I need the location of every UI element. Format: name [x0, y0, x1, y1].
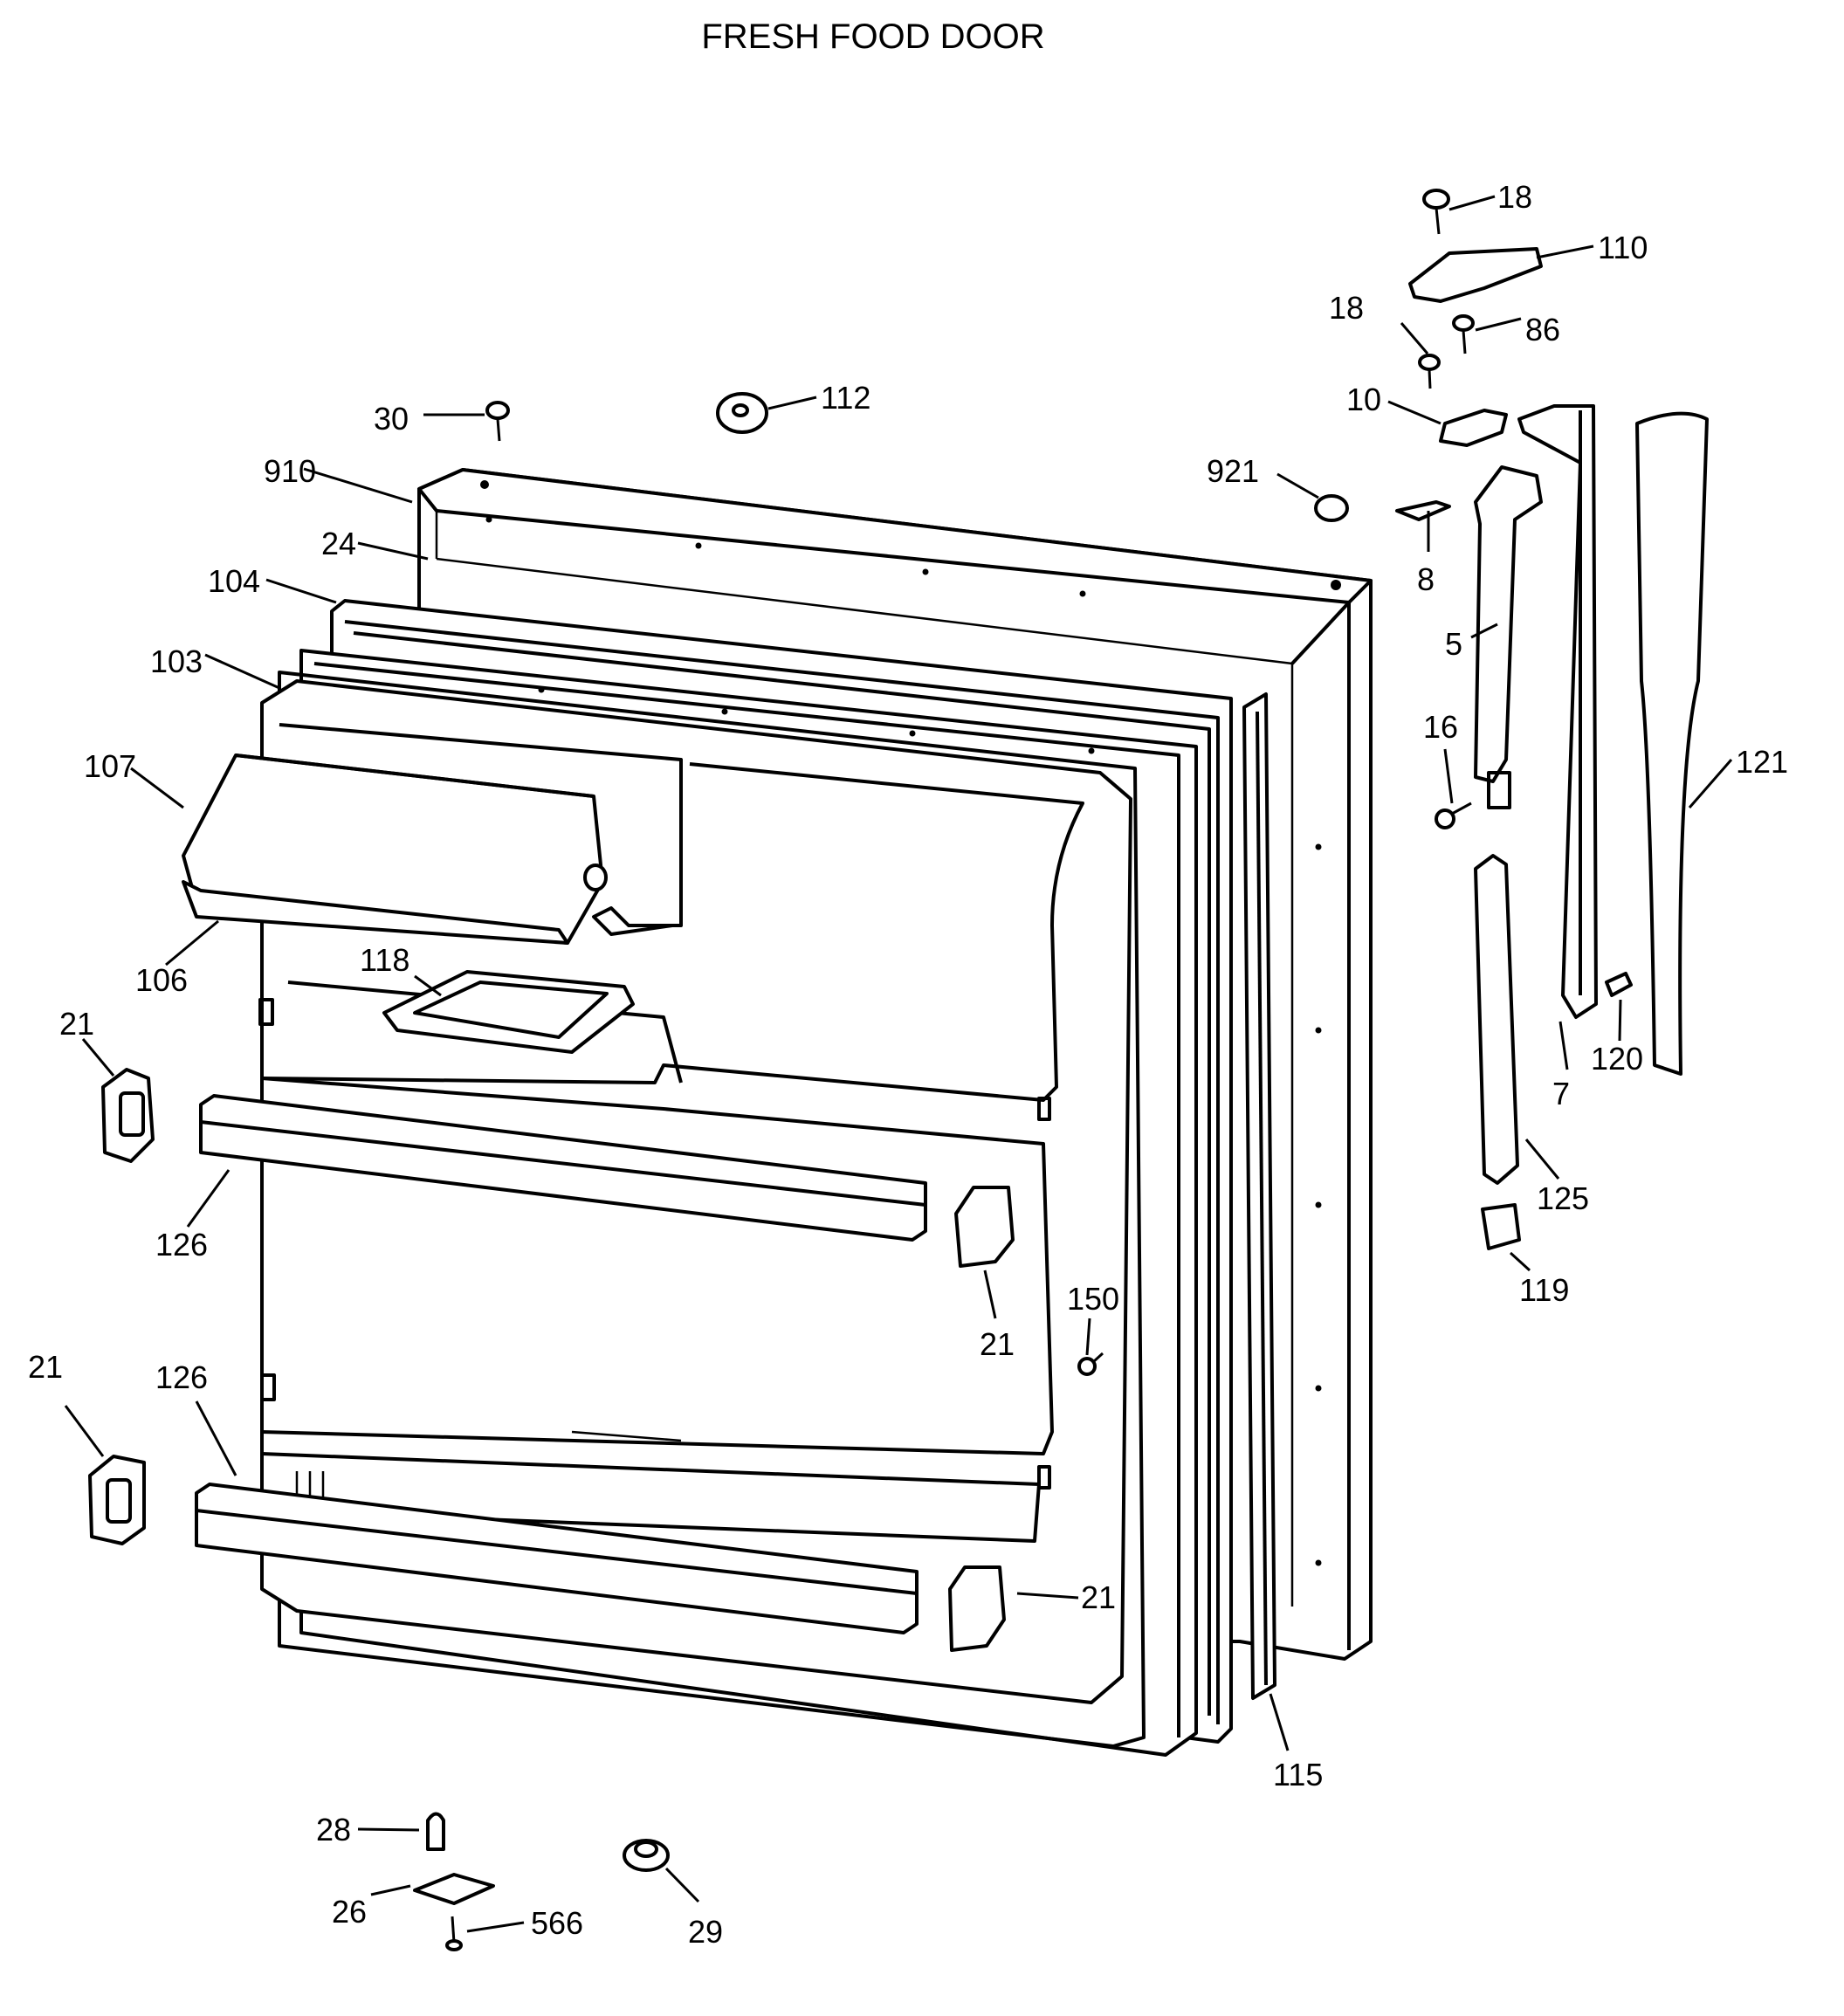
handle-strip: [1635, 411, 1709, 1076]
shelf-rail-upper: [199, 1094, 927, 1242]
callout-21: 21: [1081, 1579, 1116, 1615]
callout-110: 110: [1598, 230, 1648, 265]
callout-18: 18: [1329, 290, 1364, 326]
screw-120: [1605, 972, 1633, 997]
diagram-title: FRESH FOOD DOOR: [701, 17, 1044, 56]
shelf-rail-lower: [195, 1483, 919, 1634]
hinge-pin-support: [1395, 500, 1451, 521]
callout-86: 86: [1525, 312, 1560, 347]
shelf-support-right-lower: [948, 1565, 1006, 1652]
shelf-support-left-upper: [101, 1068, 155, 1163]
pin-28: [426, 1812, 445, 1851]
top-hinge-bracket: [1517, 404, 1598, 1019]
screw-18-mid: [1418, 354, 1441, 389]
callout-5: 5: [1445, 626, 1462, 662]
callout-10: 10: [1346, 382, 1381, 417]
callout-29: 29: [688, 1914, 723, 1950]
callout-118: 118: [360, 942, 409, 978]
channel-strip: [1474, 854, 1519, 1185]
callout-103: 103: [150, 643, 203, 679]
screw-18-top: [1422, 189, 1450, 235]
seal-strip: [1242, 692, 1276, 1700]
callout-910: 910: [264, 453, 316, 489]
callout-566: 566: [531, 1905, 583, 1941]
callout-7: 7: [1552, 1076, 1570, 1111]
shelf-support-left-lower: [88, 1455, 146, 1545]
handle-bracket: [1474, 465, 1543, 809]
screw-566: [445, 1916, 463, 1951]
callout-8: 8: [1417, 561, 1435, 597]
bumper-29: [623, 1839, 670, 1872]
callout-labels: 18 110 18 86 30 112 10 910 921 24 8 104 …: [28, 179, 1788, 1950]
callout-921: 921: [1207, 453, 1259, 489]
hinge-cover: [1408, 247, 1543, 303]
callout-107: 107: [84, 748, 136, 784]
hinge-plate: [1439, 409, 1508, 447]
screw-30: [485, 401, 510, 442]
plug-112: [716, 392, 768, 434]
callout-126: 126: [155, 1227, 208, 1263]
plate-26: [413, 1873, 495, 1905]
dairy-compartment: [182, 753, 608, 945]
shelf-support-right-upper: [954, 1186, 1015, 1268]
screw-86: [1452, 314, 1475, 354]
plug-921: [1314, 494, 1349, 522]
callout-126: 126: [155, 1359, 208, 1395]
callout-150: 150: [1067, 1281, 1119, 1317]
callout-121: 121: [1736, 744, 1788, 780]
callout-125: 125: [1537, 1180, 1589, 1216]
callout-120: 120: [1591, 1041, 1643, 1077]
callout-112: 112: [821, 380, 870, 416]
callout-16: 16: [1423, 709, 1458, 745]
screw-16: [1435, 802, 1472, 829]
callout-106: 106: [135, 962, 188, 998]
callout-18: 18: [1497, 179, 1532, 215]
leader-lines: [64, 195, 1733, 1933]
screw-150: [1077, 1352, 1104, 1376]
callout-28: 28: [316, 1812, 351, 1847]
callout-21: 21: [59, 1006, 94, 1042]
callout-21: 21: [28, 1349, 63, 1385]
callout-115: 115: [1273, 1757, 1323, 1792]
callout-21: 21: [980, 1326, 1015, 1362]
butter-tray: [382, 970, 635, 1054]
callout-26: 26: [332, 1894, 367, 1930]
callout-30: 30: [374, 401, 409, 437]
callout-119: 119: [1519, 1272, 1569, 1308]
callout-24: 24: [321, 526, 356, 561]
callout-104: 104: [208, 563, 260, 599]
stop-block: [1481, 1203, 1521, 1250]
